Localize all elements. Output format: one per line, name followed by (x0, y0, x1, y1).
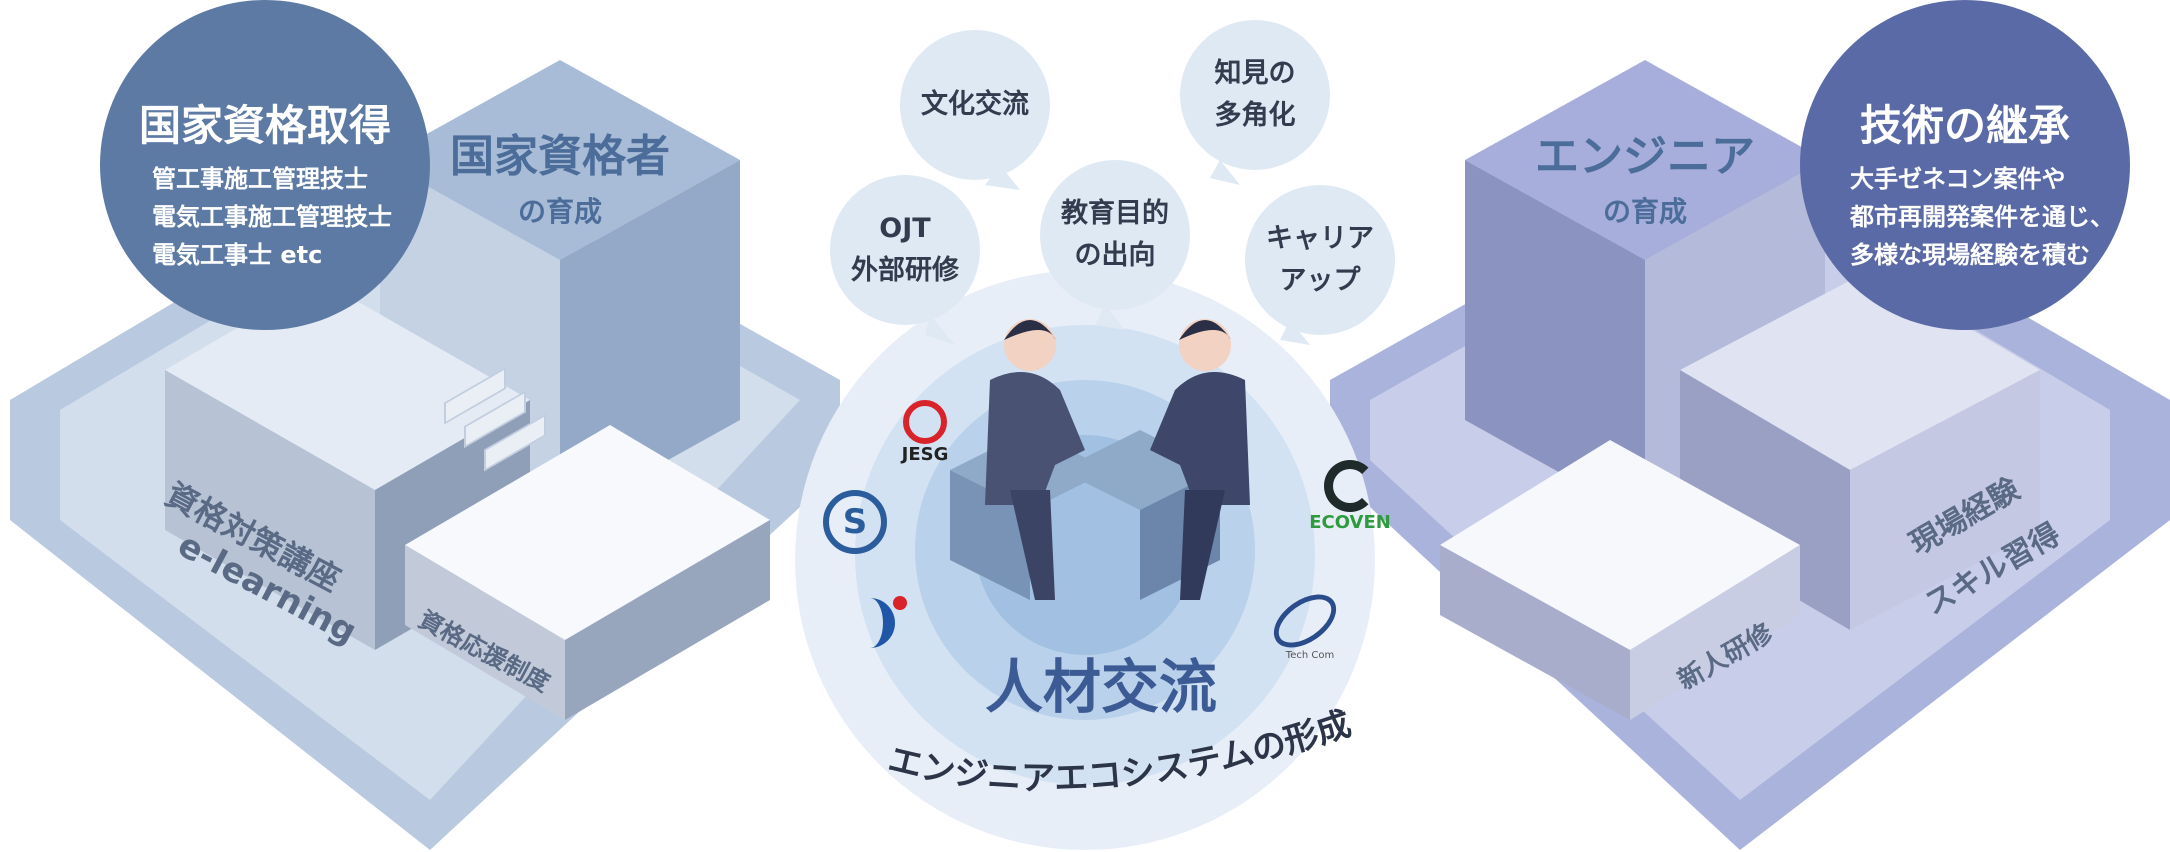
right-block-subtitle: の育成 (1602, 195, 1687, 228)
jesg-logo: JESG (895, 400, 955, 480)
left-block-title: 国家資格者 (450, 131, 670, 182)
arc-caption: エンジニアエコシステムの形成 (884, 704, 1356, 799)
person-left (985, 319, 1085, 600)
right-badge-title: 技術の継承 (1859, 101, 2070, 150)
left-block-subtitle: の育成 (517, 195, 602, 228)
right-badge: 技術の継承 大手ゼネコン案件や 都市再開発案件を通じ、 多様な現場経験を積む (1800, 0, 2130, 330)
blue-swoosh-logo (845, 590, 925, 660)
right-badge-item: 大手ゼネコン案件や (1850, 165, 2066, 193)
ecoven-logo-mark (1324, 460, 1376, 512)
s-logo: S (823, 490, 887, 554)
right-badge-item: 多様な現場経験を積む (1850, 241, 2090, 269)
bubble-secondment: 教育目的 の出向 (1040, 160, 1190, 310)
bubble-knowledge: 知見の 多角化 (1180, 20, 1330, 170)
left-block-heading: 国家資格者 の育成 (440, 120, 680, 230)
left-badge: 国家資格取得 管工事施工管理技士 電気工事施工管理技士 電気工事士 etc (100, 0, 430, 330)
left-badge-item: 電気工事施工管理技士 (152, 203, 392, 231)
tech-logo-text: Tech Com (1285, 650, 1335, 661)
ecoven-logo: ECOVEN (1305, 460, 1395, 550)
left-badge-item: 管工事施工管理技士 (152, 165, 368, 193)
bubble-ojt: OJT 外部研修 (830, 175, 980, 325)
bubble-career: キャリア アップ (1245, 185, 1395, 335)
left-badge-title: 国家資格取得 (138, 101, 391, 150)
bubble-culture: 文化交流 (900, 30, 1050, 180)
left-stairs (444, 366, 546, 472)
left-lower-block (165, 280, 530, 490)
center-title: 人材交流 (985, 653, 1218, 721)
left-badge-item: 電気工事士 etc (152, 241, 323, 269)
right-block-heading: エンジニア の育成 (1520, 120, 1770, 230)
jesg-logo-mark (903, 400, 947, 444)
right-small-block (1440, 440, 1800, 650)
right-badge-item: 都市再開発案件を通じ、 (1850, 203, 2114, 231)
right-block-title: エンジニア (1535, 131, 1755, 182)
ecoven-logo-text: ECOVEN (1309, 512, 1391, 533)
jesg-logo-text: JESG (901, 444, 949, 465)
left-small-block (405, 425, 770, 640)
tech-logo: Tech Com (1264, 583, 1350, 670)
person-right (1150, 319, 1250, 600)
